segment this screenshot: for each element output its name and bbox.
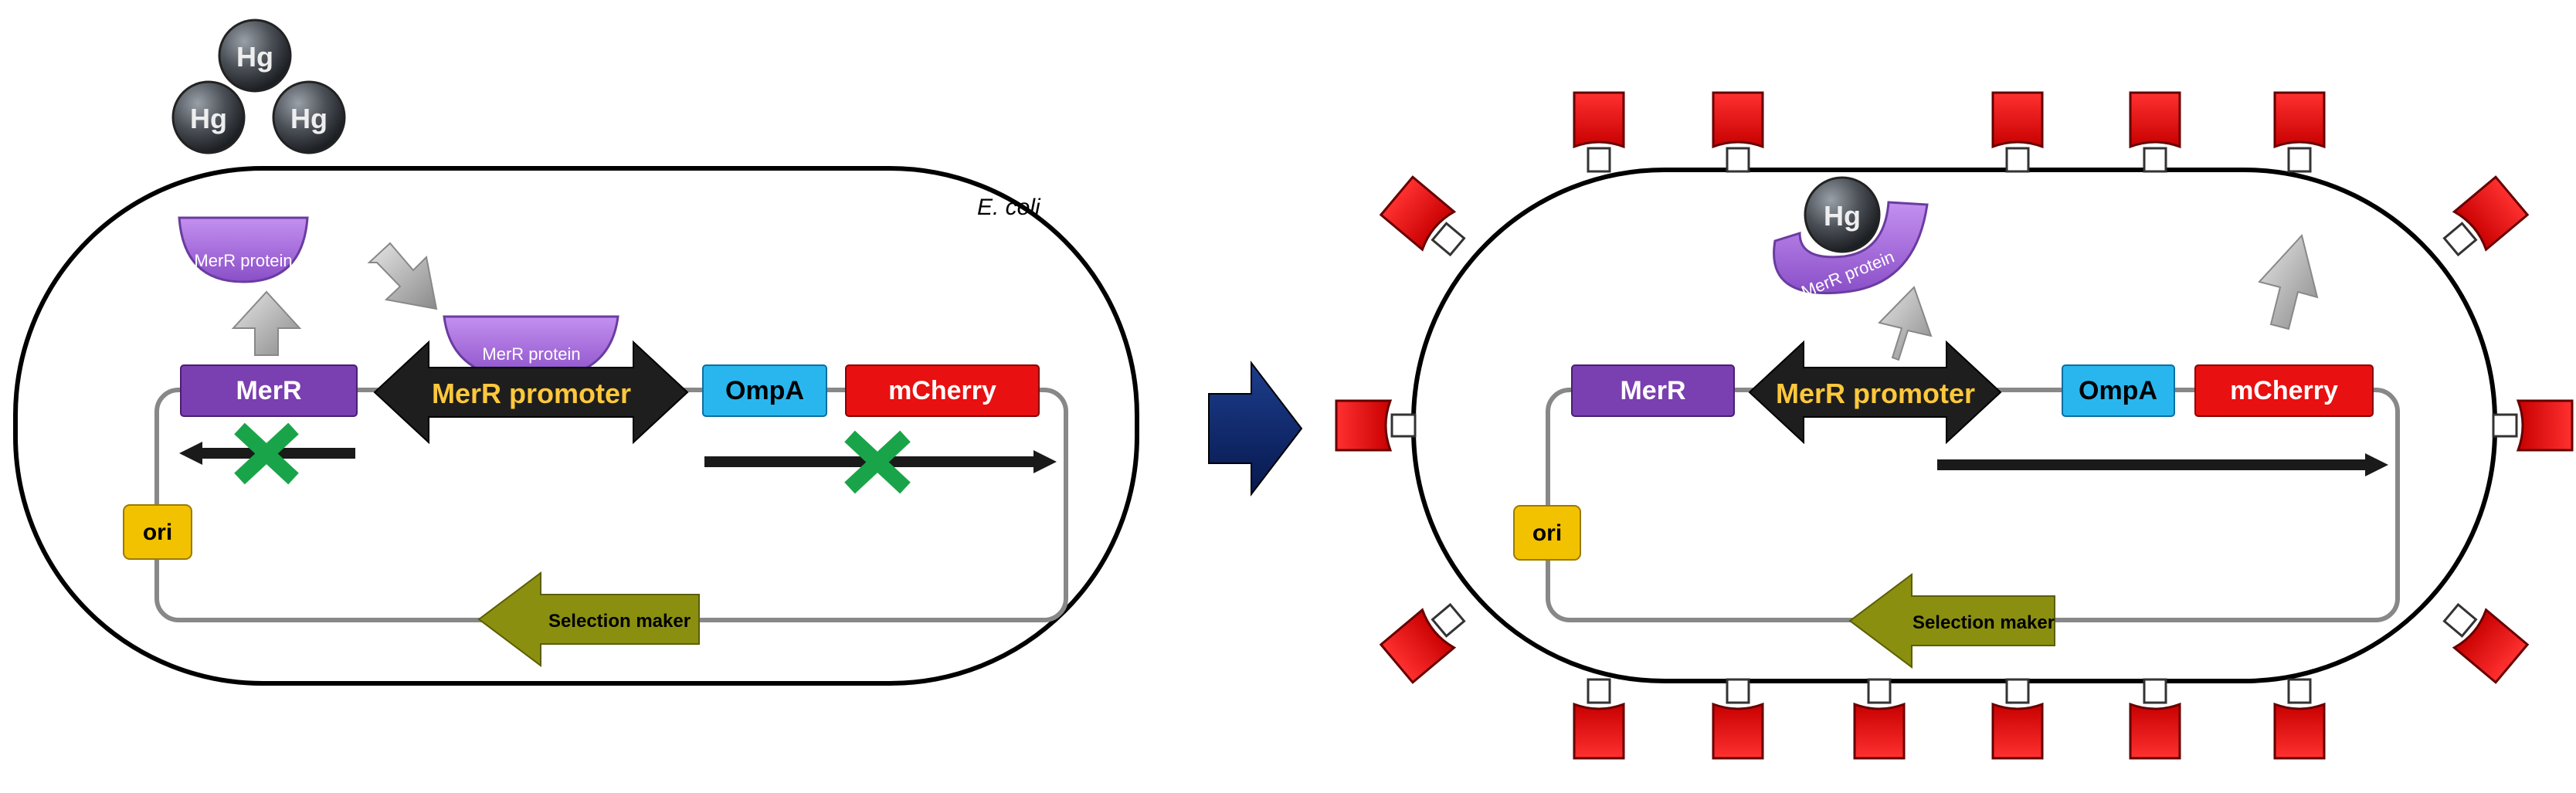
svg-text:ori: ori: [143, 520, 172, 545]
surface-display-unit: [1379, 175, 1466, 257]
export-arrow: [2258, 233, 2319, 330]
binding-arrow: [367, 242, 438, 310]
svg-text:Selection maker: Selection maker: [548, 611, 691, 632]
ori-element: ori: [1513, 505, 1581, 561]
surface-display-unit: [1712, 678, 1764, 760]
svg-text:MerR protein: MerR protein: [194, 251, 292, 270]
surface-display-unit: [2273, 91, 2326, 173]
svg-text:Hg: Hg: [190, 103, 227, 134]
surface-display-unit: [2129, 678, 2181, 760]
left-panel: E. coli Hg Hg Hg MerR protein MerR prote…: [13, 19, 1139, 686]
surface-display-unit: [2129, 91, 2181, 173]
surface-display-unit: [1991, 678, 2044, 760]
surface-display-unit: [1379, 602, 1466, 684]
svg-text:Hg: Hg: [1824, 200, 1861, 232]
surface-display-unit: [1853, 678, 1906, 760]
transition-arrow: [1208, 361, 1303, 496]
surface-display-unit: [2273, 678, 2326, 760]
svg-text:mCherry: mCherry: [888, 376, 996, 405]
svg-text:ori: ori: [1532, 520, 1562, 546]
mcherry-gene: mCherry: [2194, 364, 2374, 417]
organism-label: E. coli: [977, 195, 1041, 220]
merr-promoter: MerR promoter: [373, 340, 689, 445]
surface-display-unit: [2442, 602, 2530, 684]
right-panel: MerR protein Hg MerR MerR promoter OmpA …: [1335, 91, 2574, 760]
surface-display-unit: [1573, 91, 1625, 173]
svg-text:Hg: Hg: [236, 41, 273, 73]
merr-promoter: MerR promoter: [1748, 340, 2002, 445]
surface-display-unit: [1335, 399, 1417, 452]
mercury-atom: Hg: [1804, 176, 1881, 253]
mercury-atom: Hg: [218, 19, 292, 93]
mcherry-gene: mCherry: [845, 364, 1040, 417]
mercury-atom: Hg: [171, 80, 246, 154]
merr-gene: MerR: [180, 364, 358, 417]
svg-text:Selection maker: Selection maker: [1912, 612, 2055, 633]
surface-display-unit: [1573, 678, 1625, 760]
svg-text:OmpA: OmpA: [725, 376, 804, 405]
cell-outline: [13, 166, 1139, 686]
merr-protein-hg-complex: MerR protein: [1773, 201, 1929, 301]
surface-display-unit: [2492, 399, 2574, 452]
surface-display-unit: [2442, 175, 2530, 257]
mcherry-transcription-arrow: [1937, 453, 2388, 476]
block-x-mark: [234, 422, 299, 485]
ompa-gene: OmpA: [2062, 364, 2175, 417]
block-x-mark: [844, 430, 911, 494]
expression-arrow: [231, 290, 302, 356]
svg-text:MerR: MerR: [236, 376, 301, 405]
surface-display-unit: [1991, 91, 2044, 173]
svg-text:OmpA: OmpA: [2079, 376, 2157, 405]
merr-gene: MerR: [1571, 364, 1735, 417]
svg-text:mCherry: mCherry: [2230, 376, 2338, 405]
svg-text:MerR promoter: MerR promoter: [1776, 378, 1975, 409]
svg-text:Hg: Hg: [290, 103, 328, 134]
ori-element: ori: [123, 504, 192, 560]
release-arrow: [1878, 286, 1933, 361]
mercury-atom: Hg: [272, 80, 346, 154]
svg-text:MerR: MerR: [1620, 376, 1685, 405]
svg-text:MerR protein: MerR protein: [482, 344, 580, 364]
merr-protein: MerR protein: [178, 216, 309, 283]
ompa-gene: OmpA: [702, 364, 827, 417]
surface-display-unit: [1712, 91, 1764, 173]
svg-text:MerR promoter: MerR promoter: [432, 378, 631, 409]
selection-marker: Selection maker: [1848, 573, 2055, 669]
selection-marker: Selection maker: [477, 571, 700, 667]
